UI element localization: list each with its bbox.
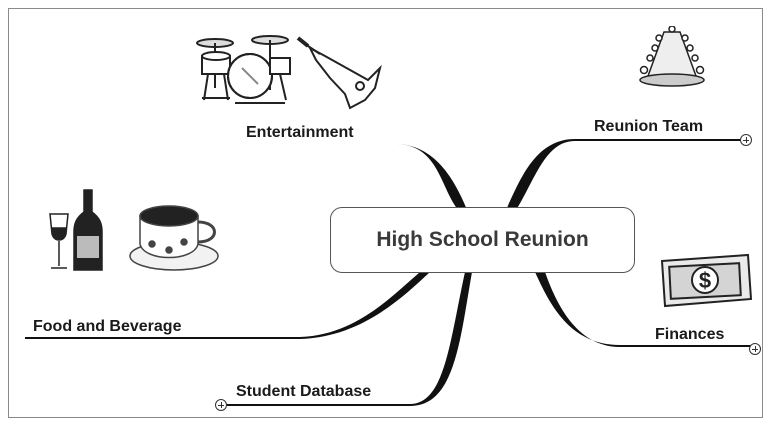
- expand-finances-button[interactable]: [749, 343, 761, 355]
- branch-label-finances[interactable]: Finances: [655, 326, 725, 343]
- conference-table-icon: [639, 26, 705, 87]
- expand-reunion-team-button[interactable]: [740, 134, 752, 146]
- drum-kit-guitar-icon: [196, 35, 382, 110]
- svg-text:$: $: [699, 268, 711, 293]
- branch-label-food-and-beverage[interactable]: Food and Beverage: [33, 318, 182, 335]
- branch-label-student-database[interactable]: Student Database: [236, 383, 372, 400]
- branch-label-entertainment[interactable]: Entertainment: [246, 124, 354, 141]
- branch-label-reunion-team[interactable]: Reunion Team: [594, 118, 704, 135]
- central-topic-label: High School Reunion: [376, 228, 589, 251]
- central-topic[interactable]: High School Reunion: [330, 207, 635, 273]
- expand-student-database-button[interactable]: [215, 399, 227, 411]
- wine-and-coffee-icon: [49, 189, 219, 271]
- branch-line-entertainment: [240, 144, 468, 212]
- branch-line-reunion-team: [505, 139, 742, 212]
- dollar-bill-icon: $: [660, 253, 753, 308]
